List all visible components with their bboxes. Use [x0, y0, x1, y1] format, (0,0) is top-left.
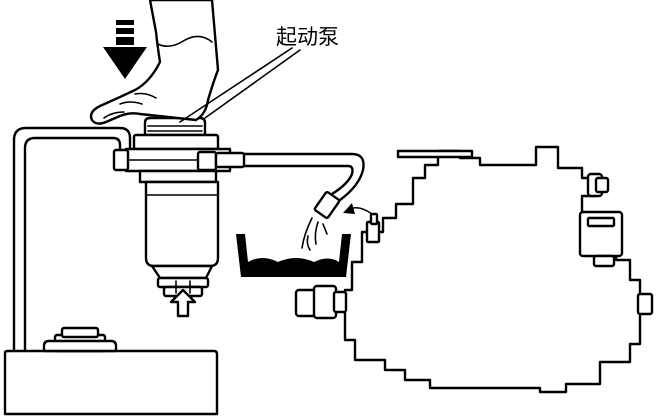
drip-tray	[236, 234, 351, 277]
tank-filler-cap	[42, 326, 118, 353]
bleed-hose	[242, 152, 365, 220]
press-down-arrow-icon	[103, 20, 147, 79]
engine-right-lower-fitting	[636, 292, 654, 316]
engine-side-box	[578, 210, 624, 268]
engine-right-fitting	[586, 172, 610, 198]
engine-block	[343, 145, 642, 394]
bleed-screw	[365, 212, 381, 244]
fuel-flow-up-arrow-icon	[169, 288, 197, 318]
operator-hand	[89, 0, 220, 125]
pump-label: 起动泵	[276, 25, 339, 49]
engine-left-fitting	[294, 284, 348, 320]
fuel-supply-pipe	[12, 126, 132, 353]
pump-callout: 起动泵	[179, 25, 339, 123]
priming-pump	[112, 116, 246, 298]
fuel-drips	[301, 217, 328, 251]
fuel-tank	[3, 349, 219, 416]
drip-direction-arrow-icon	[343, 203, 373, 215]
